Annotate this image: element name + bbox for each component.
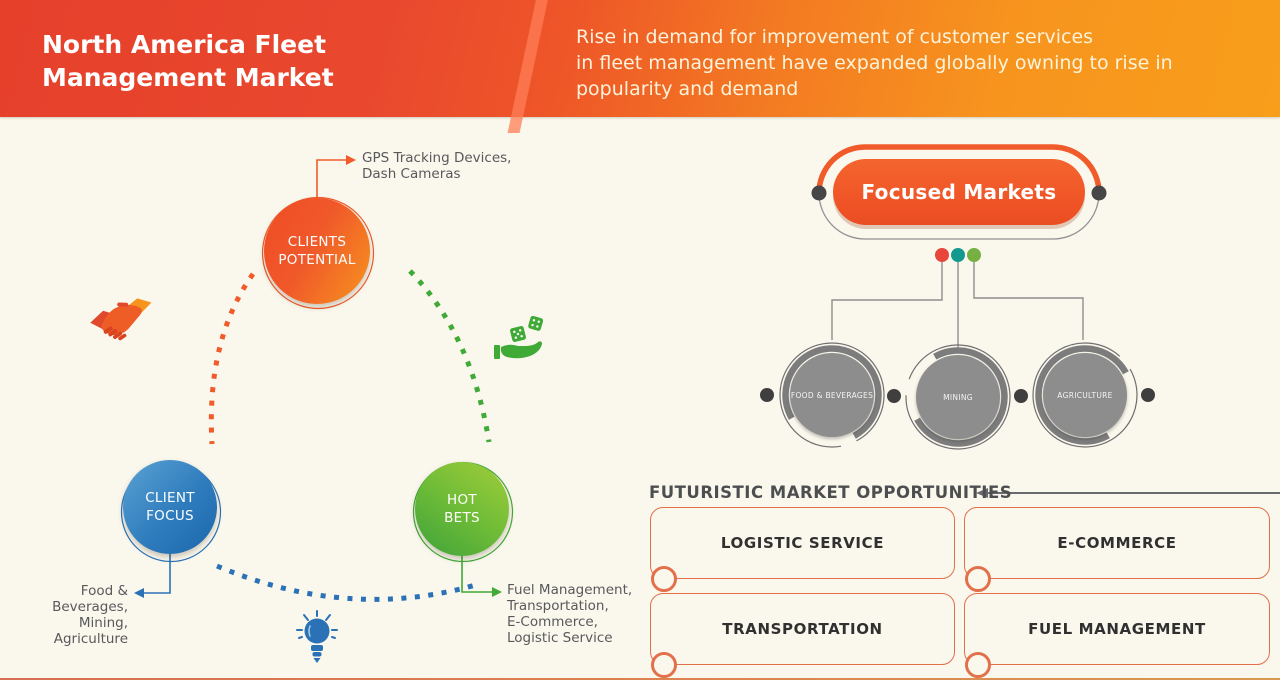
annotation-line: Beverages, — [52, 599, 128, 615]
opportunity-box-transportation: TRANSPORTATION — [650, 593, 955, 678]
handshake-icon — [90, 298, 152, 341]
annotation-line: E-Commerce, — [507, 614, 598, 630]
corner-ring-icon — [965, 566, 991, 592]
orange-dotted-arc — [208, 272, 256, 445]
annotation-line: Agriculture — [53, 631, 128, 647]
cycle-node-client-focus: CLIENT FOCUS — [123, 460, 217, 554]
blue-dotted-arc — [216, 563, 480, 602]
annotation-hot-bets: Fuel Management, Transportation, E-Comme… — [507, 582, 667, 646]
futuristic-arrow — [976, 488, 1280, 498]
branch-anchor-dots — [760, 388, 1155, 403]
opportunity-label: E-COMMERCE — [1057, 534, 1177, 552]
hot-bets-connector — [461, 556, 502, 597]
opportunity-label: FUEL MANAGEMENT — [1028, 620, 1206, 638]
branch-mining: MINING — [916, 355, 1000, 439]
node-label-line: HOT — [447, 491, 477, 508]
annotation-line: Food & — [80, 583, 128, 599]
node-label-line: FOCUS — [146, 508, 194, 524]
bottom-edge-line — [0, 678, 1280, 680]
dice-hand-icon — [494, 315, 544, 359]
opportunity-label: LOGISTIC SERVICE — [720, 534, 885, 552]
branch-agriculture: AGRICULTURE — [1043, 353, 1127, 437]
page-title: North America Fleet Management Market — [42, 30, 334, 92]
opportunity-label: TRANSPORTATION — [722, 620, 883, 638]
focused-markets-label: Focused Markets — [861, 180, 1057, 204]
green-dotted-arc — [408, 269, 492, 443]
branch-connectors — [831, 262, 1084, 352]
annotation-clients-potential: GPS Tracking Devices, Dash Cameras — [362, 150, 511, 182]
lightbulb-icon — [296, 610, 338, 663]
branch-rings — [779, 342, 1138, 450]
corner-ring-icon — [651, 566, 677, 592]
header-subtitle: Rise in demand for improvement of custom… — [576, 24, 1173, 102]
annotation-line: Transportation, — [507, 598, 609, 614]
branch-label: AGRICULTURE — [1057, 390, 1113, 400]
node-label-line: CLIENTS — [287, 233, 347, 250]
corner-ring-icon — [651, 652, 677, 678]
header-banner: North America Fleet Management Market Ri… — [0, 0, 1280, 133]
opportunity-box-fuel-management: FUEL MANAGEMENT — [964, 593, 1270, 678]
annotation-line: Fuel Management, — [507, 582, 633, 598]
corner-ring-icon — [965, 652, 991, 678]
focused-markets-dots — [935, 248, 981, 262]
clients-potential-ring — [261, 196, 375, 310]
annotation-line: Dash Cameras — [362, 166, 461, 182]
branch-label: MINING — [943, 392, 973, 402]
node-label-line: POTENTIAL — [278, 252, 356, 268]
annotation-line: Mining, — [78, 615, 128, 631]
cycle-node-clients-potential: CLIENTS POTENTIAL — [264, 198, 370, 304]
annotation-line: GPS Tracking Devices, — [362, 150, 512, 166]
futuristic-heading: FUTURISTIC MARKET OPPORTUNITIES — [649, 483, 1013, 502]
branch-label: FOOD & BEVERAGES — [790, 390, 874, 400]
focused-markets-outline — [811, 144, 1107, 240]
subtitle-line: in fleet management have expanded global… — [576, 52, 1173, 74]
node-label-line: CLIENT — [145, 489, 195, 506]
cycle-node-hot-bets: HOT BETS — [415, 462, 509, 556]
opportunity-box-logistic-service: LOGISTIC SERVICE — [650, 507, 955, 592]
subtitle-line: Rise in demand for improvement of custom… — [576, 26, 1094, 48]
focused-markets-pill: Focused Markets — [833, 159, 1085, 225]
annotation-client-focus: Food & Beverages, Mining, Agriculture — [28, 583, 128, 647]
opportunity-box-e-commerce: E-COMMERCE — [964, 507, 1270, 592]
annotation-line: Logistic Service — [507, 630, 613, 646]
subtitle-line: popularity and demand — [576, 78, 799, 100]
branch-food-beverages: FOOD & BEVERAGES — [790, 353, 874, 437]
clients-potential-connector — [316, 155, 356, 198]
client-focus-connector — [134, 554, 171, 598]
node-label-line: BETS — [444, 510, 480, 526]
